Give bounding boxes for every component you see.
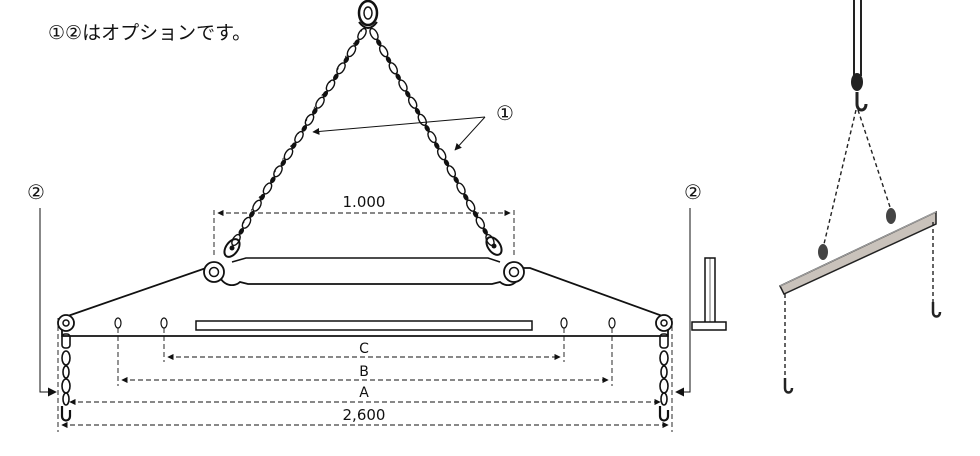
- chain-link: [378, 45, 389, 58]
- chain-link: [249, 210, 255, 218]
- chain-link: [407, 96, 418, 109]
- dim-c: C: [163, 328, 565, 362]
- dim-overall-label: 2,600: [343, 406, 386, 424]
- chain-link: [417, 113, 428, 126]
- chain-link: [336, 62, 346, 75]
- chain-link: [463, 193, 469, 201]
- chain-right: [369, 27, 495, 247]
- chain-link: [385, 56, 392, 64]
- hook-chain-right: [658, 333, 670, 422]
- chain-link: [475, 216, 486, 229]
- chain-link: [238, 228, 245, 235]
- master-link: [357, 0, 379, 29]
- option-note: ①②はオプションです。: [48, 22, 252, 44]
- chain-link: [357, 27, 367, 41]
- chain-link: [354, 39, 360, 46]
- chain-link: [465, 199, 476, 212]
- hook-callout-left-label: ②: [27, 180, 45, 204]
- chain-link: [312, 107, 318, 115]
- dim-b: B: [117, 328, 613, 386]
- chain-callout-label: ①: [496, 101, 514, 125]
- chain-link: [294, 130, 304, 144]
- hook-callout-right-label: ②: [684, 180, 702, 204]
- chain-link: [301, 125, 308, 132]
- perspective-illustration: [778, 0, 942, 394]
- chain-link: [414, 107, 421, 115]
- chain-link: [259, 193, 266, 201]
- chain-link: [427, 130, 437, 144]
- chain-link: [262, 182, 273, 195]
- chain-callout: ①: [312, 101, 514, 151]
- dim-top-span: 1.000: [213, 193, 515, 258]
- chain-link: [456, 182, 466, 195]
- chain-link: [443, 159, 450, 167]
- chain-link: [346, 45, 357, 58]
- chain-link: [376, 39, 382, 47]
- chain-end-link-right: [485, 236, 503, 256]
- chain-link: [343, 56, 350, 64]
- chain-link: [315, 96, 325, 109]
- chain-link: [446, 165, 457, 178]
- chain-link: [270, 176, 276, 184]
- chain-link: [325, 79, 336, 92]
- chain-link: [398, 79, 408, 92]
- chain-link: [283, 148, 294, 161]
- dim-c-label: C: [359, 341, 369, 357]
- chain-link: [241, 216, 252, 229]
- chain-link: [434, 142, 440, 150]
- chain-link: [322, 90, 329, 98]
- chain-link: [436, 148, 447, 161]
- chain-link: [405, 90, 411, 98]
- chain-end-link-left: [223, 238, 241, 258]
- chain-link: [395, 73, 401, 81]
- end-plate-side-view: [691, 257, 727, 331]
- hook-chain-left: [60, 333, 72, 422]
- chain-link: [333, 73, 339, 81]
- dim-top-span-label: 1.000: [343, 193, 386, 211]
- chain-link: [304, 113, 315, 126]
- chain-link: [424, 124, 430, 132]
- hook-callout-right: ②: [675, 180, 702, 397]
- chain-link: [252, 199, 262, 212]
- chain-link: [369, 27, 379, 41]
- chain-link: [273, 165, 283, 178]
- dim-b-label: B: [359, 364, 369, 380]
- beam-body: [57, 257, 673, 337]
- dim-a-label: A: [359, 385, 369, 401]
- chain-link: [482, 227, 488, 235]
- dim-a: A: [69, 385, 661, 406]
- dim-overall: 2,600: [57, 318, 673, 432]
- hook-callout-left: ②: [27, 180, 57, 397]
- chain-link: [472, 210, 479, 218]
- chain-link: [388, 62, 399, 75]
- chain-link: [280, 159, 287, 167]
- chain-link: [291, 142, 297, 149]
- chain-link: [453, 176, 459, 184]
- chain-left: [229, 27, 367, 247]
